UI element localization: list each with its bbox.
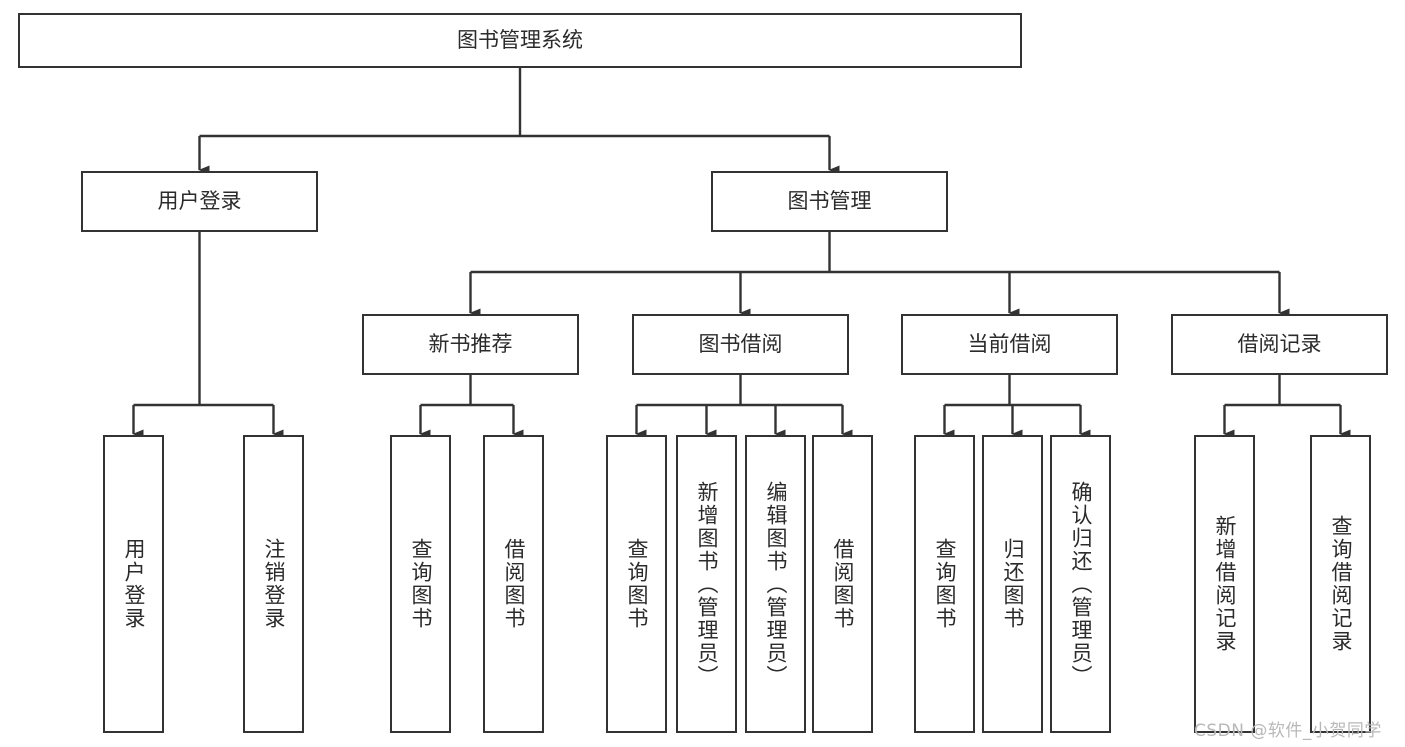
leaf-user-login[interactable]: 用户登录 xyxy=(103,435,164,733)
leaf-query-books-recommend-label: 查询图书 xyxy=(409,538,433,630)
leaf-query-books-borrowing[interactable]: 查询图书 xyxy=(606,435,667,733)
leaf-add-borrow-record-label: 新增借阅记录 xyxy=(1213,515,1237,653)
leaf-user-login-label: 用户登录 xyxy=(122,538,146,630)
node-current-borrowing-label: 当前借阅 xyxy=(967,332,1052,357)
leaf-add-book-admin[interactable]: 新增图书（管理员） xyxy=(676,435,737,733)
leaf-logout-label: 注销登录 xyxy=(262,538,286,630)
node-borrowing-records-label: 借阅记录 xyxy=(1237,332,1322,357)
node-book-management-module[interactable]: 图书管理 xyxy=(711,171,948,232)
leaf-query-borrow-record[interactable]: 查询借阅记录 xyxy=(1310,435,1371,733)
leaf-query-books-current-label: 查询图书 xyxy=(933,538,957,630)
leaf-return-books[interactable]: 归还图书 xyxy=(982,435,1043,733)
leaf-query-borrow-record-label: 查询借阅记录 xyxy=(1329,515,1353,653)
node-new-book-recommendation-label: 新书推荐 xyxy=(428,332,513,357)
leaf-borrow-books-recommend[interactable]: 借阅图书 xyxy=(483,435,544,733)
node-book-borrowing[interactable]: 图书借阅 xyxy=(632,314,849,375)
leaf-borrow-books-borrowing-label: 借阅图书 xyxy=(831,538,855,630)
node-user-login-module-label: 用户登录 xyxy=(157,189,242,214)
node-root-label: 图书管理系统 xyxy=(457,28,583,53)
node-new-book-recommendation[interactable]: 新书推荐 xyxy=(362,314,579,375)
leaf-confirm-return-admin-label: 确认归还（管理员） xyxy=(1069,480,1093,688)
node-borrowing-records[interactable]: 借阅记录 xyxy=(1171,314,1388,375)
leaf-query-books-current[interactable]: 查询图书 xyxy=(914,435,975,733)
leaf-query-books-recommend[interactable]: 查询图书 xyxy=(390,435,451,733)
leaf-borrow-books-recommend-label: 借阅图书 xyxy=(502,538,526,630)
leaf-add-book-admin-label: 新增图书（管理员） xyxy=(695,480,719,688)
leaf-edit-book-admin[interactable]: 编辑图书（管理员） xyxy=(745,435,806,733)
leaf-return-books-label: 归还图书 xyxy=(1001,538,1025,630)
node-current-borrowing[interactable]: 当前借阅 xyxy=(901,314,1118,375)
leaf-borrow-books-borrowing[interactable]: 借阅图书 xyxy=(812,435,873,733)
node-book-management-module-label: 图书管理 xyxy=(787,189,872,214)
node-book-borrowing-label: 图书借阅 xyxy=(698,332,783,357)
leaf-query-books-borrowing-label: 查询图书 xyxy=(625,538,649,630)
connector-lines xyxy=(132,68,1351,439)
leaf-add-borrow-record[interactable]: 新增借阅记录 xyxy=(1194,435,1255,733)
leaf-logout[interactable]: 注销登录 xyxy=(243,435,304,733)
leaf-confirm-return-admin[interactable]: 确认归还（管理员） xyxy=(1050,435,1111,733)
node-root[interactable]: 图书管理系统 xyxy=(18,13,1022,68)
leaf-edit-book-admin-label: 编辑图书（管理员） xyxy=(764,480,788,688)
node-user-login-module[interactable]: 用户登录 xyxy=(81,171,318,232)
